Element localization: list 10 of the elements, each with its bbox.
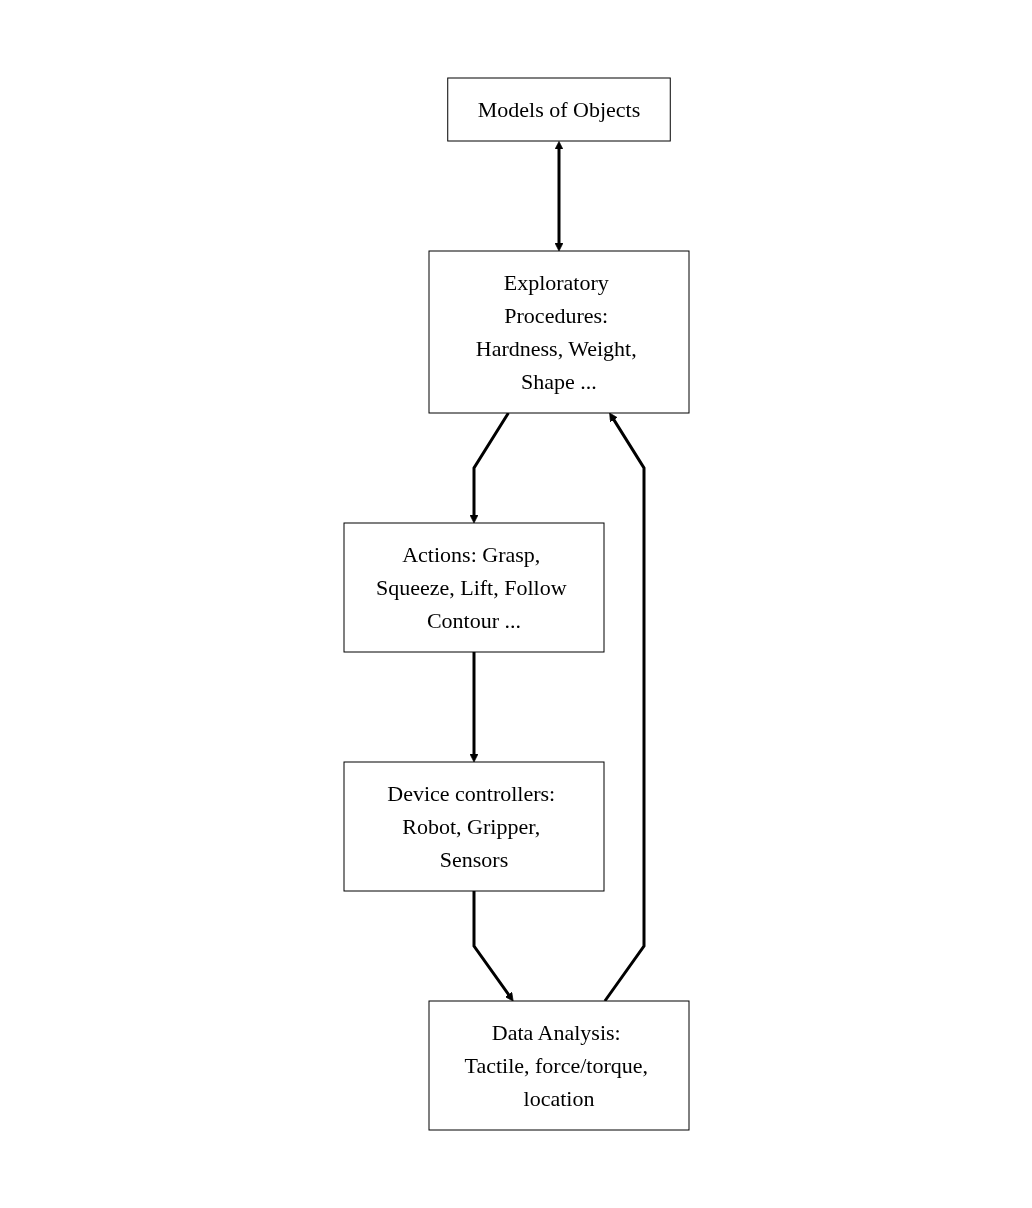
node-box: Data Analysis: Tactile, force/torque, location: [428, 1000, 689, 1131]
node-box: Device controllers: Robot, Gripper, Sensors: [343, 761, 604, 892]
node-box: Exploratory Procedures: Hardness, Weight, Shape ...: [428, 250, 689, 414]
arrow: [469, 412, 510, 524]
arrow: [469, 652, 478, 763]
arrow: [472, 891, 513, 1002]
node-box: Models of Objects: [446, 77, 671, 142]
node-box: Actions: Grasp, Squeeze, Lift, Follow Contour ...: [343, 522, 604, 653]
arrow: [554, 141, 563, 252]
arrow: [603, 412, 645, 1002]
